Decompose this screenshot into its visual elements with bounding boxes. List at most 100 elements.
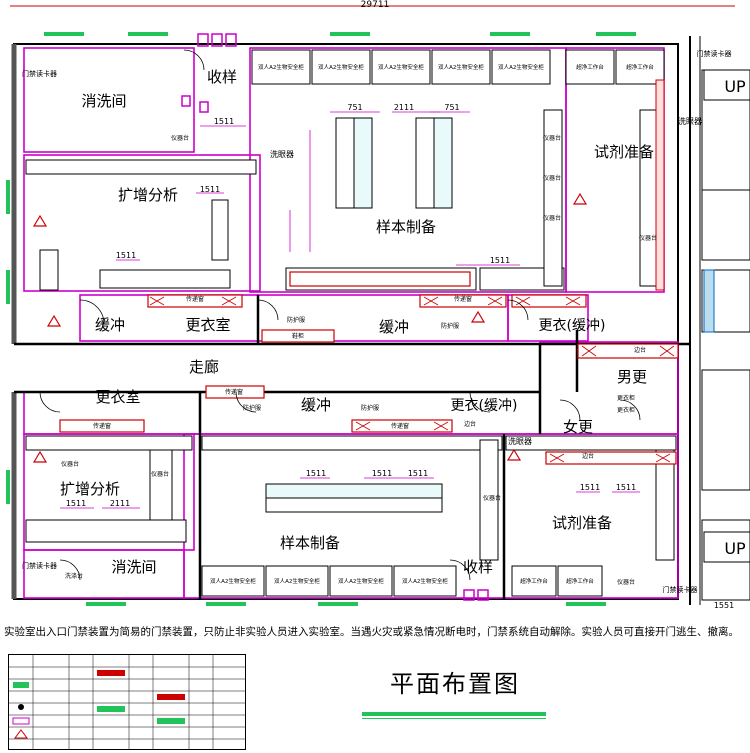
red-cabinets [59,271,679,465]
dim-text: 2111 [110,499,130,508]
instrument-label: 仪器台 [543,214,561,222]
lower-sample-benches [201,435,503,561]
dim-text: 2111 [394,103,414,112]
lower-reagent-benches [505,435,677,561]
instrument-label: 仪器台 [543,174,561,182]
wash-sink-label: 洗涤台 [65,572,83,580]
clean-bench-label: 超净工作台 [626,63,654,71]
elevator-label: UP [724,539,746,558]
dim-text: 1511 [306,469,326,478]
instrument-label: 仪器台 [151,470,169,478]
red-cabinet-crosses [149,296,675,463]
pass-box-label: 传递窗 [186,295,204,303]
protective-label: 防护服 [287,316,305,324]
room-changing-lower: 更衣室 [95,388,140,406]
side-table-label: 边台 [634,346,646,354]
warning-triangle-icons [32,192,588,463]
room-buffer1-upper: 缓冲 [95,316,125,334]
room-sample-prep-upper: 样本制备 [376,218,436,236]
dim-text: 1511 [200,185,220,194]
washer-label: 洗眼器 [678,116,702,126]
legend-table [8,654,246,750]
room-buffer-lower: 缓冲 [301,396,331,414]
instrument-label: 仪器台 [61,460,79,468]
room-receive-upper: 收样 [207,68,237,86]
door-access-symbols [181,33,489,601]
green-vent-markers [6,32,636,606]
bsc-label: 双人A2生物安全柜 [402,577,448,585]
dim-text: 1511 [616,483,636,492]
protective-label: 防护服 [361,404,379,412]
protective-label: 防护服 [441,322,459,330]
room-amplify-lower: 扩增分析 [60,480,120,498]
pass-box-label: 传递窗 [93,422,111,430]
dim-text: 751 [347,103,362,112]
side-table-label: 边台 [582,452,594,460]
instrument-label: 仪器台 [543,134,561,142]
pass-box-label: 传递窗 [225,388,243,396]
dim-text: 751 [444,103,459,112]
door-reader-label: 门禁读卡器 [22,69,57,78]
door-reader-label: 门禁读卡器 [697,49,732,58]
elevator-upper: UP [703,69,750,101]
bsc-row-upper: 双人A2生物安全柜 双人A2生物安全柜 双人A2生物安全柜 双人A2生物安全柜 … [251,49,665,85]
male-change-label: 男更 [617,368,647,386]
dim-text: 1511 [580,483,600,492]
dim-text: 1511 [66,499,86,508]
bsc-row-lower: 双人A2生物安全柜 双人A2生物安全柜 双人A2生物安全柜 双人A2生物安全柜 … [201,565,603,597]
room-wash-lower: 消洗间 [111,558,156,576]
dimension-lines [60,111,640,509]
washer-label: 洗眼器 [270,149,294,159]
dim-text: 1551 [714,601,734,610]
elevator-lower: UP [703,531,750,563]
clean-bench-label: 超净工作台 [576,63,604,71]
elevator-label: UP [724,77,746,96]
room-changing-buffer-lower: 更衣(缓冲) [451,398,518,414]
bsc-label: 双人A2生物安全柜 [274,577,320,585]
side-table-label: 边台 [464,420,476,428]
room-changing-upper: 更衣室 [185,316,230,334]
drawing-title: 平面布置图 [390,670,520,698]
room-amplify-upper: 扩增分析 [118,186,178,204]
shoe-cabinet-label: 鞋柜 [292,332,304,340]
bsc-label: 双人A2生物安全柜 [258,63,304,71]
bsc-label: 双人A2生物安全柜 [210,577,256,585]
legend-grid [9,655,245,749]
bsc-label: 双人A2生物安全柜 [438,63,484,71]
top-dimension-text: 29711 [361,0,390,10]
bsc-label: 双人A2生物安全柜 [378,63,424,71]
structural-walls [14,295,690,600]
protective-label: 防护服 [243,404,261,412]
pass-box-label: 传递窗 [391,422,409,430]
instrument-label: 仪器台 [639,234,657,242]
emergency-access-note: 实验室出入口门禁装置为简易的门禁装置，只防止非实验人员进入实验室。当遇火灾或紧急… [4,626,739,638]
room-wash-upper: 消洗间 [81,92,126,110]
right-side-rooms [701,69,750,601]
room-changing-buffer-upper: 更衣(缓冲) [539,318,606,334]
bsc-label: 双人A2生物安全柜 [498,63,544,71]
reagent-benches [543,79,665,291]
exterior-walls [11,36,701,605]
door-swings [39,49,641,581]
room-reagent-lower: 试剂准备 [552,514,612,532]
dim-text: 1511 [408,469,428,478]
room-reagent-upper: 试剂准备 [594,143,654,161]
bsc-label: 双人A2生物安全柜 [318,63,364,71]
pass-box-label: 传递窗 [454,295,472,303]
instrument-label: 仪器台 [483,494,501,502]
gown-cabinet-label: 更衣柜 [617,406,635,414]
dim-text: 1511 [372,469,392,478]
upper-amplify-benches [25,159,257,291]
instrument-label: 仪器台 [617,578,635,586]
door-reader-label: 门禁读卡器 [22,561,57,570]
washer-label: 洗眼器 [508,436,532,446]
clean-bench-label: 超净工作台 [520,577,548,585]
upper-sample-benches [285,117,565,291]
door-reader-label: 门禁读卡器 [663,585,698,594]
room-sample-prep-lower: 样本制备 [280,534,340,552]
room-receive-lower: 收样 [463,558,493,576]
clean-bench-label: 超净工作台 [566,577,594,585]
room-buffer2-upper: 缓冲 [379,318,409,336]
lower-amplify-benches [25,435,193,543]
